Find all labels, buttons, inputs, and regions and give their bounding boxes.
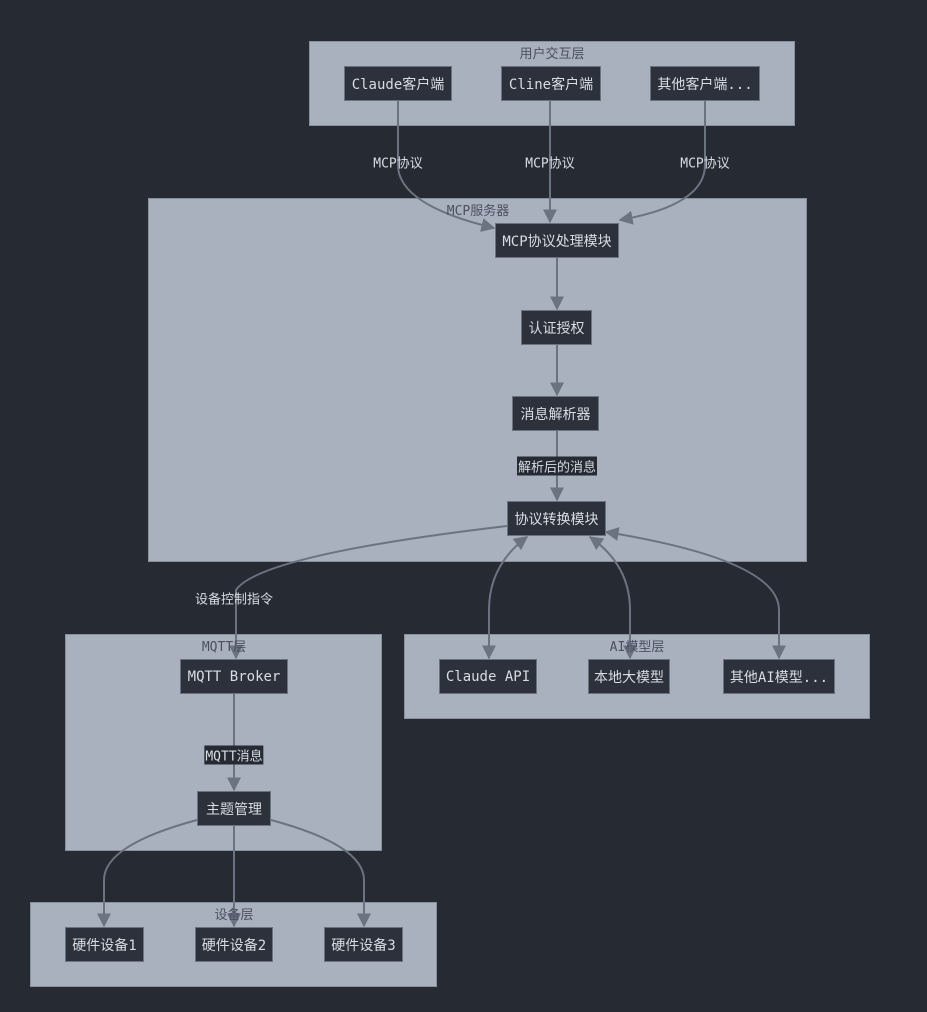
cluster-title-user: 用户交互层 (519, 47, 585, 62)
node-other-ai[interactable]: 其他AI模型... (723, 659, 835, 694)
edge-other-mcp (618, 101, 706, 225)
node-claude-client[interactable]: Claude客户端 (344, 66, 452, 101)
cluster-mcp-server (148, 198, 807, 562)
edge-topic-dev3 (270, 819, 371, 928)
edge-label-mcp-1: MCP协议 (373, 156, 423, 172)
node-parser[interactable]: 消息解析器 (512, 396, 599, 431)
edge-label-parsed: 解析后的消息 (516, 456, 598, 476)
cluster-title-device: 设备层 (214, 908, 254, 923)
node-local-model[interactable]: 本地大模型 (588, 659, 670, 694)
cluster-title-ai: AI模型层 (609, 640, 665, 655)
node-device-1[interactable]: 硬件设备1 (65, 927, 144, 962)
node-claude-api[interactable]: Claude API (439, 659, 537, 694)
edge-label-control: 设备控制指令 (194, 592, 274, 608)
edge-topic-dev1 (97, 819, 198, 928)
edge-converter-claudeapi (482, 536, 529, 660)
edge-label-mcp-2: MCP协议 (525, 156, 575, 172)
cluster-title-mcp: MCP服务器 (446, 204, 510, 219)
node-device-3[interactable]: 硬件设备3 (324, 927, 403, 962)
node-other-client[interactable]: 其他客户端... (650, 66, 760, 101)
edge-converter-broker (229, 525, 508, 660)
node-topic[interactable]: 主题管理 (197, 791, 271, 826)
node-converter[interactable]: 协议转换模块 (507, 501, 606, 536)
cluster-title-mqtt: MQTT层 (201, 640, 247, 655)
edge-label-mcp-3: MCP协议 (680, 156, 730, 172)
edge-converter-otherai (604, 527, 786, 660)
edge-claude-mcp (397, 101, 496, 232)
node-cline-client[interactable]: Cline客户端 (501, 66, 601, 101)
edge-label-mqtt-msg: MQTT消息 (204, 745, 264, 765)
node-device-2[interactable]: 硬件设备2 (195, 927, 273, 962)
node-mcp-handler[interactable]: MCP协议处理模块 (495, 223, 619, 258)
node-mqtt-broker[interactable]: MQTT Broker (180, 659, 288, 694)
node-auth[interactable]: 认证授权 (521, 310, 592, 345)
